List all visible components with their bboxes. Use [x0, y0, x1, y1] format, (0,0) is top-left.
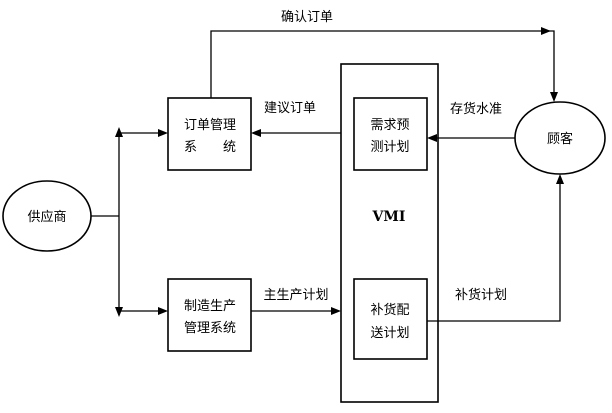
- demand-forecast-node: [353, 97, 428, 171]
- demand-forecast-label-line1: 需求预: [370, 118, 409, 133]
- replenish-plan-label-line2: 送计划: [370, 326, 409, 341]
- vmi-label: VMI: [372, 209, 406, 225]
- arrow-to-order-system: [158, 129, 168, 137]
- customer-label: 顾客: [547, 131, 573, 147]
- arrow-to-manufacturing: [158, 307, 168, 315]
- manufacturing-system-label-line2: 管理系统: [184, 321, 236, 336]
- supplier-label: 供应商: [27, 209, 66, 225]
- arrow-to-order-system-suggest: [251, 129, 261, 137]
- label-replenishment: 补货计划: [455, 287, 507, 303]
- arrow-to-customer-top: [550, 92, 558, 102]
- supplier-branch-arrow-down: [115, 307, 123, 317]
- edge-replenishment: [427, 180, 561, 322]
- arrow-to-customer-bottom: [556, 174, 564, 184]
- arrow-to-vmi: [331, 307, 341, 315]
- demand-forecast-label-line2: 测计划: [370, 140, 409, 155]
- manufacturing-system-label-line1: 制造生产: [184, 299, 236, 314]
- replenish-plan-label-line1: 补货配: [370, 302, 409, 318]
- label-master-schedule: 主生产计划: [263, 288, 328, 303]
- label-inventory-level: 存货水准: [450, 101, 502, 117]
- label-suggest-order: 建议订单: [264, 101, 316, 116]
- order-system-node: [167, 97, 252, 171]
- arrow-confirm-order-corner: [541, 27, 551, 35]
- arrow-to-demand-forecast: [427, 134, 437, 142]
- label-confirm-order: 确认订单: [281, 10, 333, 25]
- manufacturing-system-node: [167, 278, 252, 352]
- replenish-plan-node: [353, 278, 428, 360]
- order-system-label-line2: 系 统: [184, 140, 236, 155]
- supplier-branch-arrow-up: [115, 127, 123, 137]
- edge-confirm-order: [210, 30, 555, 98]
- order-system-label-line1: 订单管理: [184, 118, 236, 133]
